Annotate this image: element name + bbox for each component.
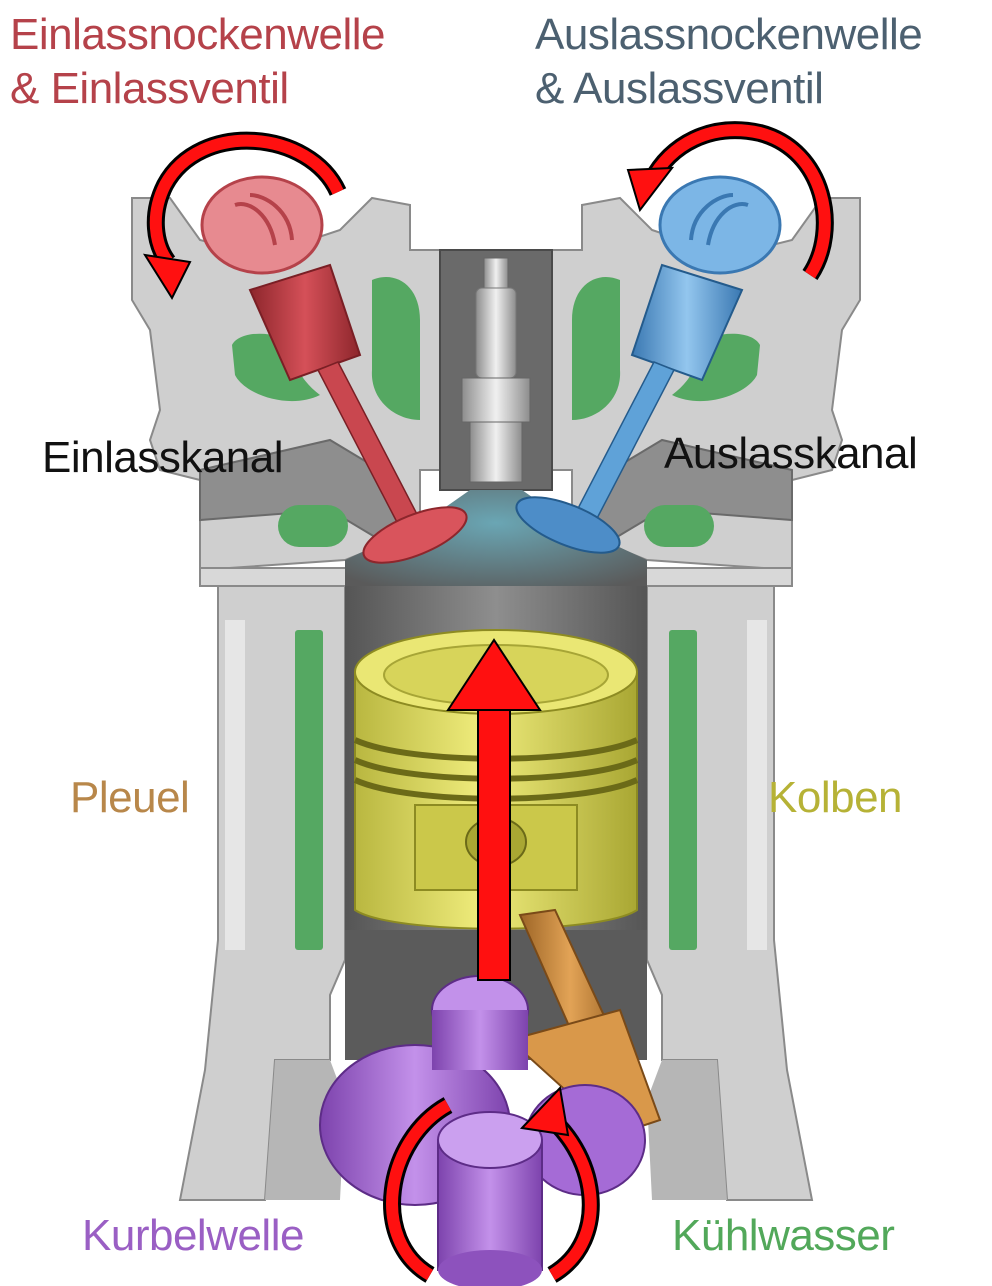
piston-label: Kolben bbox=[768, 776, 902, 820]
coolant-channel bbox=[644, 505, 714, 547]
crankshaft-label: Kurbelwelle bbox=[82, 1214, 304, 1258]
crank-pin-body bbox=[432, 1010, 528, 1070]
exhaust-camshaft-lobe bbox=[660, 177, 780, 273]
intake-port-label: Einlasskanal bbox=[42, 436, 283, 480]
coolant-channel bbox=[295, 630, 323, 950]
connecting-rod-label: Pleuel bbox=[70, 776, 189, 820]
main-journal-end bbox=[438, 1112, 542, 1168]
intake-camshaft-lobe bbox=[202, 177, 322, 273]
wall-highlight-right bbox=[747, 620, 767, 950]
intake-camshaft-label-line2: & Einlassventil bbox=[10, 62, 385, 116]
coolant-label: Kühlwasser bbox=[672, 1214, 894, 1258]
wall-highlight-left bbox=[225, 620, 245, 950]
intake-camshaft-label: Einlassnockenwelle & Einlassventil bbox=[10, 8, 385, 116]
intake-camshaft-label-line1: Einlassnockenwelle bbox=[10, 8, 385, 62]
exhaust-port-label: Auslasskanal bbox=[664, 432, 917, 476]
exhaust-camshaft-label: Auslassnockenwelle & Auslassventil bbox=[535, 8, 922, 116]
exhaust-camshaft-label-line1: Auslassnockenwelle bbox=[535, 8, 922, 62]
coolant-channel bbox=[669, 630, 697, 950]
exhaust-camshaft-label-line2: & Auslassventil bbox=[535, 62, 922, 116]
piston-direction-arrow-shaft bbox=[478, 705, 510, 980]
coolant-channel bbox=[278, 505, 348, 547]
